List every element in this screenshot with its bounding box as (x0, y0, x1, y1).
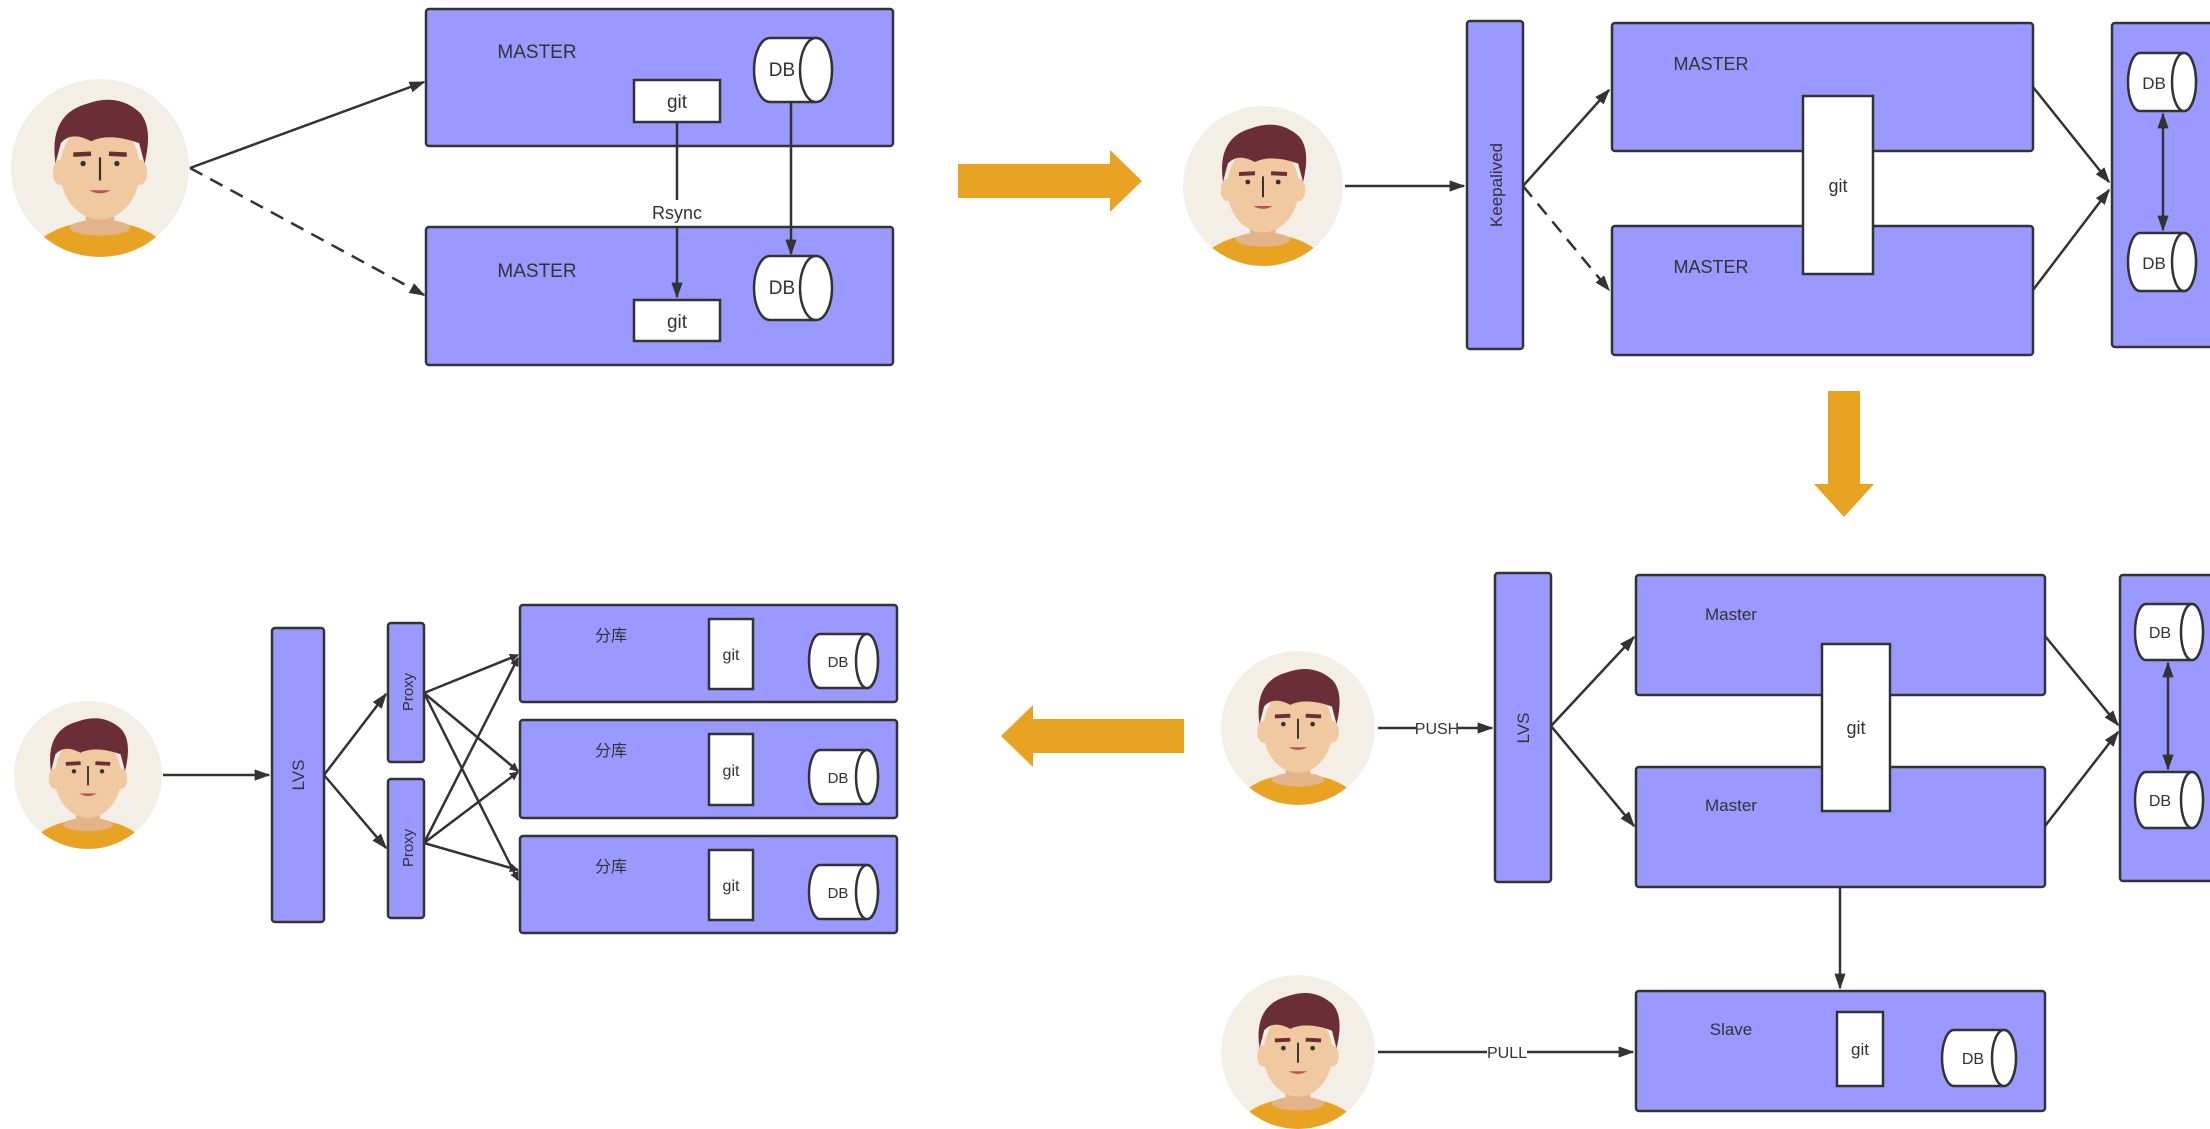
db-cylinder-top (2126, 51, 2198, 113)
stage-4: LVS Proxy Proxy 分库 git DB (14, 603, 899, 935)
edge-master-top-to-db (2032, 86, 2110, 184)
edge-master-bottom-to-db (2032, 188, 2110, 291)
user-avatar-icon (14, 701, 162, 882)
git-label: git (1828, 176, 1847, 196)
db-top-label: DB (2142, 74, 2166, 93)
shard-db-label: DB (828, 770, 849, 787)
edge-proxy-bottom-to-shard-1 (422, 657, 520, 844)
pull-label: PULL (1487, 1045, 1527, 1062)
stage-3: PUSH LVS Master Master git DB DB PULL (1221, 571, 2210, 1129)
shard-git-box (707, 848, 755, 922)
slave-git-label: git (1851, 1040, 1869, 1059)
shard-label: 分库 (595, 627, 627, 645)
stage-1: MASTER git DB MASTER git DB Rsync (11, 7, 895, 367)
edge-user-to-master-bottom (189, 166, 426, 297)
master-top-label: MASTER (497, 42, 576, 63)
db-cylinder-bottom (752, 254, 834, 322)
edge-user-to-master-top (189, 80, 426, 170)
slave-label: Slave (1710, 1020, 1753, 1039)
edge-lvs-to-master-bottom (1550, 725, 1636, 828)
slave-git-box (1835, 1010, 1885, 1088)
db-cylinder-bottom (2133, 770, 2205, 830)
edge-proxy-top-to-shard-1 (423, 653, 519, 695)
shared-git-box (1820, 642, 1892, 813)
db-cylinder-bottom (2126, 231, 2198, 293)
edge-keepalived-to-master-top (1522, 88, 1611, 187)
stage-2: Keepalived MASTER MASTER git DB DB (1183, 19, 2210, 357)
git-box-bottom (632, 298, 722, 343)
master-bottom-label: Master (1705, 796, 1757, 815)
edge-master-top-to-db (2044, 635, 2120, 727)
shard-db-label: DB (828, 885, 849, 902)
shard-db-cylinder (807, 632, 880, 690)
db-cylinder-top (752, 36, 834, 104)
edge-keepalived-to-master-bottom (1522, 185, 1611, 292)
git-bottom-label: git (667, 312, 688, 333)
shard-label: 分库 (595, 858, 627, 876)
lvs-label: LVS (1514, 713, 1533, 744)
proxy-node-bottom (386, 777, 426, 920)
flow-arrow-down (1814, 391, 1874, 517)
master-top-label: MASTER (1673, 54, 1748, 74)
proxy-top-label: Proxy (400, 672, 417, 711)
shard-git-box (707, 617, 755, 691)
db-cylinder-top (2133, 602, 2205, 662)
edge-lvs-to-proxy-top (323, 692, 387, 776)
master-bottom-label: MASTER (1673, 257, 1748, 277)
shard-git-box (707, 732, 755, 807)
edge-proxy-top-to-shard-3 (422, 692, 520, 881)
shard-db-cylinder (807, 863, 880, 921)
proxy-bottom-label: Proxy (400, 828, 417, 867)
edge-proxy-top-to-shard-2 (423, 692, 519, 772)
proxy-to-shard-edges (422, 653, 520, 881)
user-avatar-icon (11, 79, 189, 296)
push-label: PUSH (1415, 721, 1459, 738)
lvs-label: LVS (289, 760, 308, 791)
db-top-label: DB (2149, 625, 2171, 642)
shard-node: 分库 git DB (518, 718, 899, 820)
slave-db-label: DB (1962, 1051, 1984, 1068)
edge-proxy-bottom-to-shard-3 (423, 841, 519, 873)
keepalived-label: Keepalived (1487, 143, 1506, 227)
rsync-label: Rsync (652, 203, 702, 223)
edge-lvs-to-proxy-bottom (323, 774, 388, 850)
flow-arrow-left (1001, 705, 1184, 767)
user-avatar-icon (1221, 975, 1375, 1129)
shard-git-label: git (723, 647, 740, 664)
master-bottom-label: MASTER (497, 261, 576, 282)
db-top-label: DB (769, 60, 795, 81)
edge-lvs-to-master-top (1550, 635, 1636, 727)
master-top-label: Master (1705, 605, 1757, 624)
edge-proxy-bottom-to-shard-2 (423, 771, 519, 844)
slave-db-cylinder (1940, 1028, 2018, 1088)
shard-db-label: DB (828, 654, 849, 671)
git-box-top (632, 78, 722, 124)
db-bottom-label: DB (2149, 793, 2171, 810)
shard-label: 分库 (595, 742, 627, 760)
shard-git-label: git (723, 763, 740, 780)
edge-master-bottom-to-db (2044, 730, 2119, 827)
git-top-label: git (667, 92, 688, 113)
shard-node: 分库 git DB (518, 603, 899, 704)
shard-db-cylinder (807, 748, 880, 806)
flow-arrow-right (958, 150, 1142, 212)
git-label: git (1846, 718, 1865, 738)
db-bottom-label: DB (769, 278, 795, 299)
db-bottom-label: DB (2142, 254, 2166, 273)
shard-node: 分库 git DB (518, 834, 899, 935)
shared-git-box (1801, 94, 1875, 276)
user-avatar-icon (1183, 106, 1343, 301)
user-avatar-icon (1221, 651, 1375, 839)
shard-git-label: git (723, 878, 740, 895)
